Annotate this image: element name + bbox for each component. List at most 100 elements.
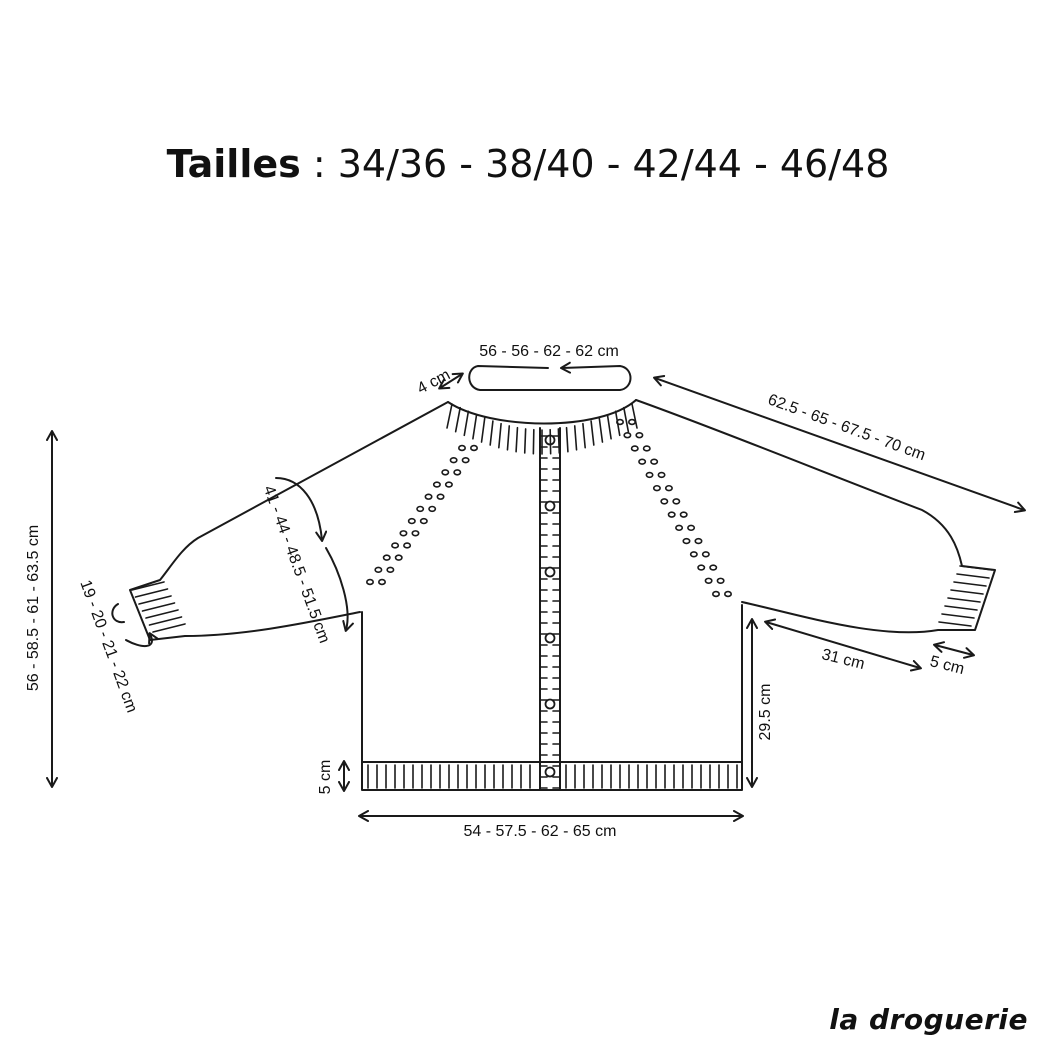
eyelet	[672, 498, 681, 505]
eyelet	[403, 542, 412, 549]
buttons	[544, 434, 556, 778]
eyelet	[419, 517, 428, 525]
cuff-rib-stitch	[956, 573, 990, 579]
eyelet	[436, 493, 445, 500]
eyelet	[716, 577, 725, 584]
raglan-arrow	[653, 374, 1026, 514]
cuff-rib-stitch	[131, 581, 165, 591]
collar-rib-stitch	[515, 426, 519, 453]
eyelet	[657, 471, 666, 479]
collar-arrow	[438, 372, 464, 390]
button	[544, 566, 556, 578]
button-band-ribbing	[540, 435, 560, 789]
eyelet	[386, 566, 395, 574]
hem-height-label: 5 cm	[317, 760, 334, 795]
button	[544, 434, 556, 446]
collar-rib-stitch	[463, 410, 470, 437]
eyelet	[407, 517, 416, 525]
cuff-rib-stitch	[944, 605, 978, 611]
collar-rib-stitch	[498, 422, 502, 449]
collar-label: 4 cm	[415, 366, 454, 397]
eyelet	[701, 551, 710, 558]
title-separator: :	[300, 142, 338, 186]
eyelet	[382, 554, 391, 561]
cuff-rib-stitch	[941, 613, 975, 619]
eyelet	[469, 444, 478, 452]
eyelet	[645, 471, 654, 479]
eyelet	[424, 493, 433, 500]
collar-rib-stitch	[631, 403, 638, 429]
eyelet	[642, 445, 651, 452]
eyelet	[689, 551, 698, 558]
eyelet	[638, 458, 647, 465]
upper-arm-arrow-top	[275, 477, 328, 542]
cuff-rib-stitch	[145, 609, 179, 619]
eyelet	[428, 505, 437, 513]
collar-rib-stitch	[454, 406, 461, 433]
collar-ribbing	[446, 403, 638, 455]
eyelet	[416, 505, 425, 513]
cuff-rib-stitch	[148, 616, 183, 626]
raglan-label: 62.5 - 65 - 67.5 - 70 cm	[765, 391, 927, 464]
eyelet	[709, 564, 718, 571]
cuff-rib-stitch	[947, 597, 981, 603]
collar-rib-stitch	[565, 426, 569, 453]
title-sizes: 34/36 - 38/40 - 42/44 - 46/48	[337, 142, 890, 186]
eyelet	[723, 590, 732, 598]
collar-rib-stitch	[598, 417, 604, 443]
eyelet	[432, 481, 441, 488]
title-label: Tailles	[166, 142, 301, 186]
eyelet	[667, 511, 676, 518]
left-sleeve-outline	[129, 401, 449, 641]
button	[544, 500, 556, 512]
eyelet	[411, 530, 420, 537]
button	[544, 632, 556, 644]
cuff-height-label: 5 cm	[928, 653, 966, 678]
eyelet	[697, 564, 706, 571]
eyelet	[664, 484, 673, 492]
eyelet	[461, 456, 470, 464]
right-cuff-ribbing	[938, 565, 993, 627]
eyelet	[660, 498, 669, 505]
eyelet	[377, 578, 386, 586]
eyelet	[457, 444, 466, 452]
button	[544, 766, 556, 778]
width-label: 54 - 57.5 - 62 - 65 cm	[464, 823, 617, 840]
cuff-rib-stitch	[959, 565, 993, 571]
cuff-rib-stitch	[953, 581, 987, 587]
brand-logo: la droguerie	[829, 1003, 1028, 1036]
cuff-rib-stitch	[950, 589, 984, 595]
eyelet	[711, 590, 720, 598]
underarm-arrow	[764, 618, 922, 672]
collar-rib-stitch	[573, 425, 578, 451]
garment-outline	[129, 399, 996, 791]
hem-ribbing	[367, 764, 738, 789]
eyelet	[615, 418, 624, 426]
collar-rib-stitch	[506, 425, 511, 451]
collar-rib-stitch	[480, 417, 486, 443]
body-outline	[361, 604, 743, 791]
eyelet	[704, 577, 713, 584]
cuff-circ-label: 19 - 20 - 21 - 22 cm	[76, 578, 140, 715]
eyelet	[627, 418, 636, 426]
eyelet	[453, 469, 462, 476]
eyelet	[635, 432, 644, 439]
neck-label: 56 - 56 - 62 - 62 cm	[479, 343, 619, 360]
collar-rib-stitch	[523, 428, 527, 454]
neckline	[447, 399, 637, 425]
eyelet	[694, 537, 703, 545]
left-cuff-ribbing	[131, 581, 186, 633]
eyelet	[682, 537, 691, 545]
eyelet	[687, 524, 696, 532]
eyelet	[630, 445, 639, 452]
eyelet	[365, 578, 374, 586]
cuff-rib-stitch	[938, 621, 972, 627]
cuff-circ-arrow	[111, 603, 152, 647]
upper-arm-label: 41 - 44 - 48.5 - 51.5 cm	[260, 483, 333, 645]
collar-rib-stitch	[446, 403, 453, 429]
cuff-rib-stitch	[138, 595, 172, 605]
eyelet	[391, 542, 400, 549]
collar-rib-stitch	[582, 422, 586, 449]
collar-rib-stitch	[623, 406, 630, 433]
